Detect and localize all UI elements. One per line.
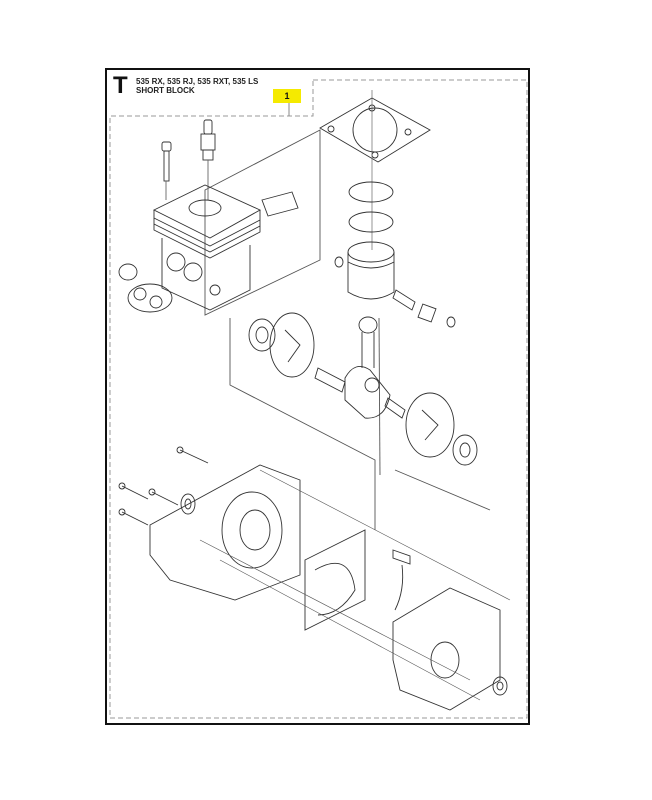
piston-pin-icon [392,289,416,311]
callout-1[interactable]: 1 [273,89,301,103]
assembly-title: SHORT BLOCK [136,86,195,95]
diagram-frame [105,68,530,725]
base-gasket-icon [319,97,431,163]
oil-seal-left-icon [180,493,196,515]
bearing-left-icon [248,318,276,352]
assembly-boundary [109,79,528,719]
needle-bearing-icon [417,303,437,323]
crank-group-outline [229,318,376,530]
crank-half-left-icon [269,312,315,378]
crankshaft-icon [314,365,406,419]
crankcase-right-icon [392,587,501,711]
model-list: 535 RX, 535 RJ, 535 RXT, 535 LS [136,77,259,86]
section-letter: T [113,72,128,99]
crankcase-bolts-icon [118,446,209,526]
crankcase-left-icon [149,464,301,601]
circlip-left-icon [334,256,344,268]
crankcase-gasket-icon [304,529,366,631]
piston-ring-upper-icon [348,181,394,203]
pump-lever-icon [392,549,411,611]
connecting-rod-icon [358,316,378,368]
circlip-right-icon [446,316,456,328]
cylinder-icon [152,184,261,311]
title-block: 535 RX, 535 RJ, 535 RXT, 535 LS SHORT BL… [136,77,258,95]
bearing-right-icon [452,434,478,466]
cylinder-group-outline [204,129,321,316]
spark-plug-icon [200,119,216,200]
oil-seal-right-icon [492,676,508,696]
piston-ring-lower-icon [348,211,394,233]
intake-flange-icon [118,263,173,313]
exhaust-gasket-icon [261,191,299,217]
crank-half-right-icon [405,392,455,458]
cylinder-bolt-icon [161,141,172,200]
piston-icon [347,241,395,300]
